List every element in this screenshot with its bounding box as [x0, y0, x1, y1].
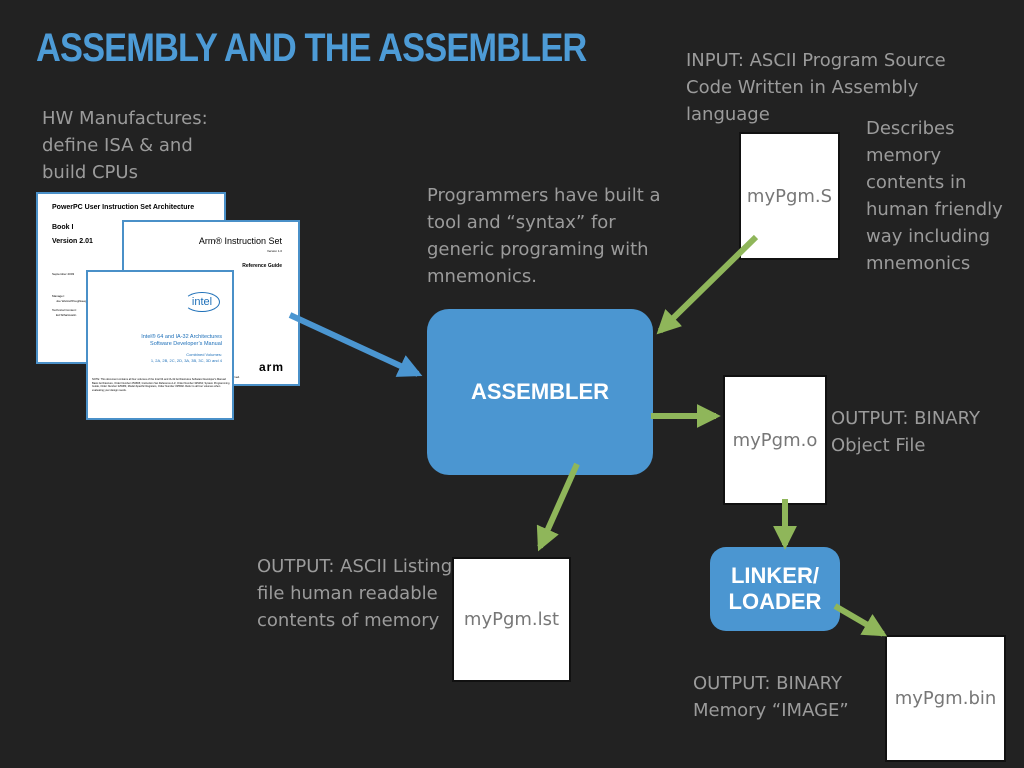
output-binary-text: OUTPUT: BINARY Memory “IMAGE” [693, 673, 849, 721]
intel-logo: intel [184, 292, 220, 312]
output-listing-text: OUTPUT: ASCII Listing file human readabl… [257, 556, 453, 631]
binary-file-myPgm-bin: myPgm.bin [885, 635, 1006, 762]
intel-manual-cover: intel Intel® 64 and IA-32 Architectures … [86, 270, 234, 420]
arrow-docs-to-assembler [288, 312, 423, 377]
assembler-box: ASSEMBLER [427, 309, 653, 475]
programmers-text: Programmers have built a tool and “synta… [427, 185, 661, 287]
hw-manufacturers-text: HW Manufactures: define ISA & and build … [42, 108, 208, 183]
slide-title: ASSEMBLY AND THE ASSEMBLER [36, 26, 587, 70]
describes-memory-text: Describes memory contents in human frien… [866, 118, 1003, 274]
output-object-text: OUTPUT: BINARY Object File [831, 408, 980, 456]
listing-file-myPgm-lst: myPgm.lst [452, 557, 571, 682]
linker-loader-box: LINKER/LOADER [710, 547, 840, 631]
arm-logo: arm [258, 360, 284, 374]
arrow-assembler-to-listing [536, 462, 580, 552]
object-file-myPgm-o: myPgm.o [723, 375, 827, 505]
input-description-text: INPUT: ASCII Program Source Code Written… [686, 50, 946, 125]
arrow-linker-to-binary [833, 603, 888, 637]
arrow-source-to-assembler [656, 234, 759, 335]
